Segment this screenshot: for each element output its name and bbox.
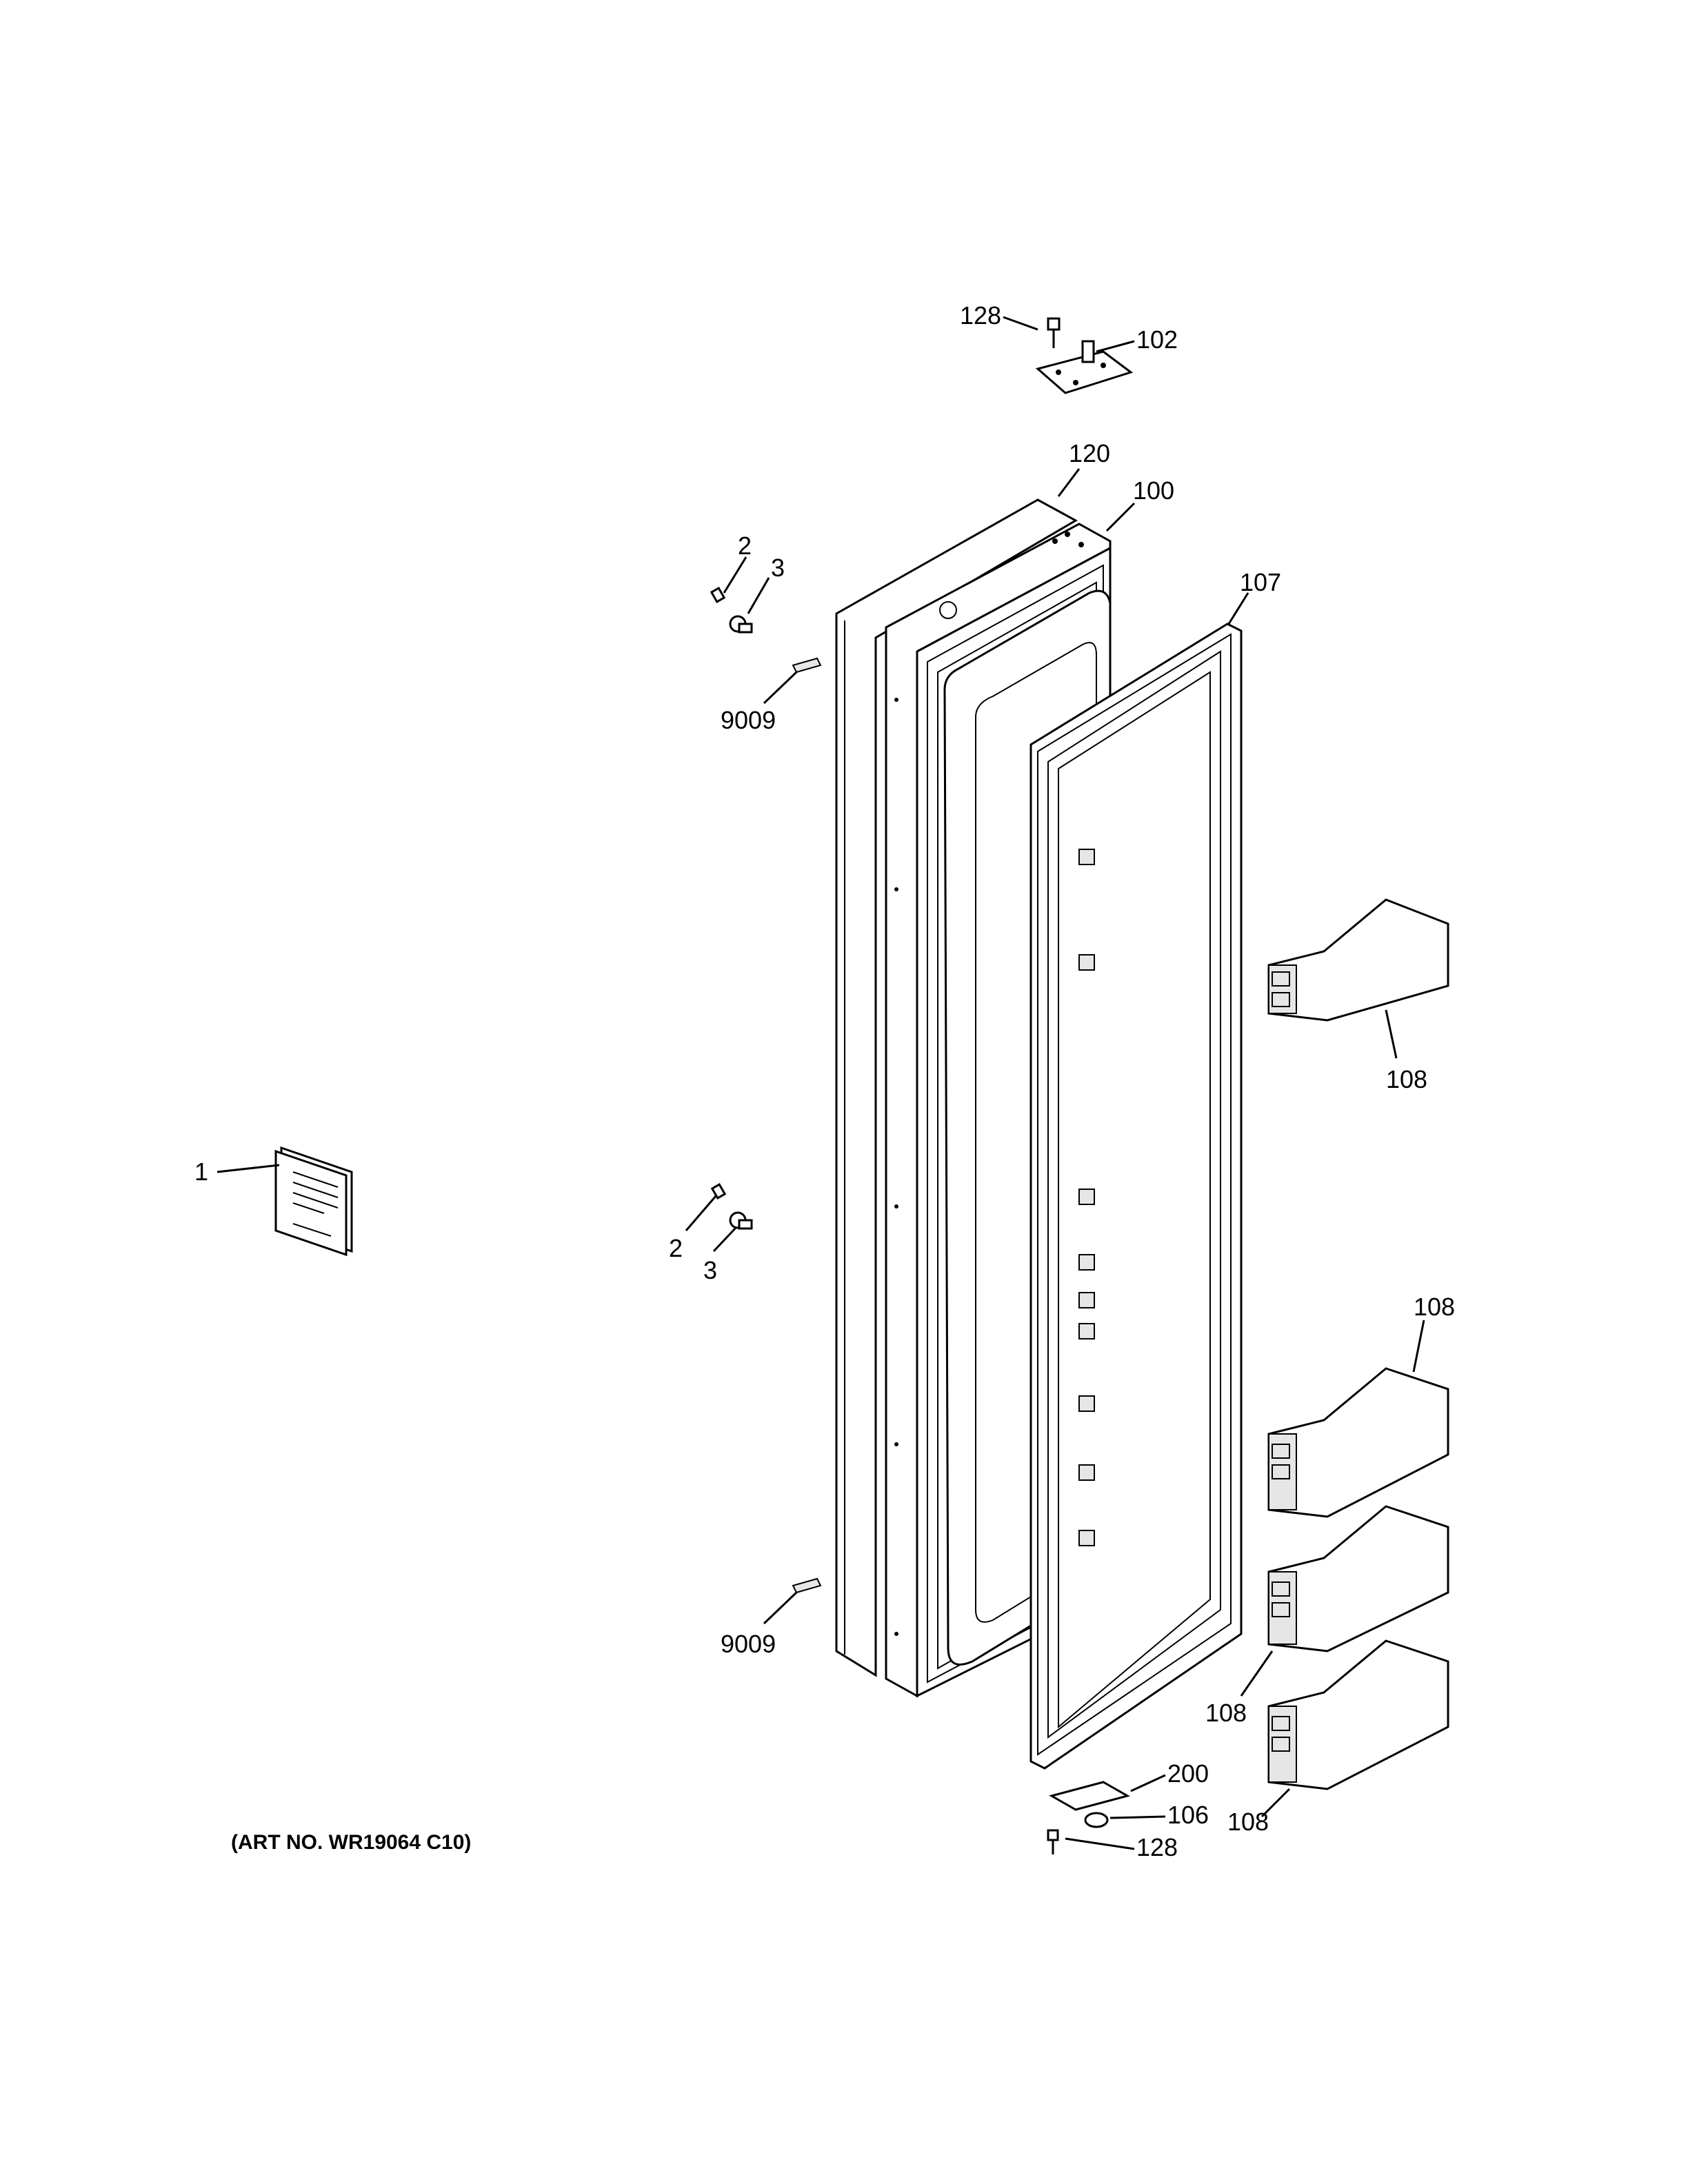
bushing-106 <box>1084 1812 1109 1828</box>
door-bin-108-a <box>1267 898 1449 1022</box>
label-108-d: 108 <box>1227 1808 1269 1836</box>
top-hinge-102 <box>1035 340 1134 394</box>
door-gasket-107 <box>1029 623 1243 1770</box>
shelf-clips <box>1078 849 1095 1546</box>
plug-2-mid <box>710 1183 727 1200</box>
art-number: (ART NO. WR19064 C10) <box>231 1831 471 1854</box>
hinge-screw-128-top <box>1047 317 1061 348</box>
callout-labels: 128 102 120 100 107 2 3 9009 108 1 2 3 1… <box>194 301 1455 1861</box>
door-stop-3-top <box>729 615 753 634</box>
label-102: 102 <box>1136 325 1178 354</box>
label-1: 1 <box>194 1157 208 1186</box>
label-2-top: 2 <box>738 532 752 560</box>
door-bin-108-c <box>1267 1505 1449 1652</box>
label-120: 120 <box>1069 439 1110 467</box>
door-case-120 <box>835 498 1078 1677</box>
label-200: 200 <box>1167 1759 1209 1788</box>
label-106: 106 <box>1167 1801 1209 1829</box>
literature-pack-1 <box>274 1146 353 1257</box>
label-108-b: 108 <box>1414 1293 1455 1321</box>
label-128-top: 128 <box>960 301 1001 330</box>
label-3-top: 3 <box>771 554 785 582</box>
door-bin-108-d <box>1267 1639 1449 1790</box>
label-107: 107 <box>1240 568 1281 596</box>
door-stop-3-mid <box>729 1211 753 1230</box>
pad-9009-top <box>792 657 822 674</box>
label-108-a: 108 <box>1386 1065 1427 1093</box>
bottom-hinge-200 <box>1049 1781 1130 1811</box>
label-108-c: 108 <box>1205 1699 1247 1727</box>
label-9009-bottom: 9009 <box>721 1630 776 1658</box>
label-128-bottom: 128 <box>1136 1833 1178 1861</box>
label-100: 100 <box>1133 476 1174 505</box>
pad-9009-bottom <box>792 1577 822 1594</box>
leader-lines <box>217 316 1425 1850</box>
label-9009-top: 9009 <box>721 706 776 734</box>
label-3-mid: 3 <box>703 1256 717 1284</box>
label-2-mid: 2 <box>669 1234 683 1262</box>
hinge-screw-128-bottom <box>1047 1829 1059 1854</box>
door-bin-108-b <box>1267 1367 1449 1518</box>
plug-2-top <box>710 587 726 603</box>
